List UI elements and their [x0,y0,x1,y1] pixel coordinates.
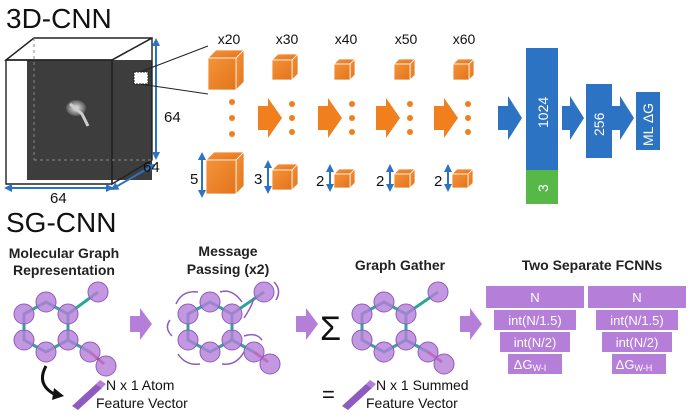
fc-1024-label: 1024 [535,97,551,128]
summed-feature-line2: Feature Vector [366,395,458,411]
conv-top-cubes [207,49,475,91]
fcnn-left-l4: ΔGW-I [514,357,547,373]
molecule-graph-1 [13,281,117,377]
output-label: ML ΔG [640,103,656,146]
fcnn-right-l2: int(N/1.5) [610,313,663,328]
arrow-to-gather [296,308,318,340]
fcnn-right-sub: W-H [634,363,652,373]
curved-arrow [40,365,55,396]
volume-dim-side: 64 [164,109,181,126]
multiplier-5: x60 [453,31,476,47]
kernel-4: 2 [376,173,384,190]
molecule-graph-message [166,281,281,375]
cnn-title: 3D-CNN [6,3,112,34]
volume-dim-depth: 64 [143,159,160,176]
fc-256-block [586,84,612,158]
fcnn-left-dg: ΔG [514,357,533,372]
kernel-1: 5 [190,171,198,188]
fcnn-left [486,286,584,374]
fcnn-left-sub: W-I [532,363,546,373]
kernel-5: 2 [434,173,442,190]
fcnn-right-dg: ΔG [616,357,635,372]
fcnn-left-l2: int(N/1.5) [508,313,561,328]
equals-sign: = [322,382,335,407]
input-volume [3,36,209,192]
header-graph-gather: Graph Gather [355,257,446,273]
fcnn-right-l3: int(N/2) [616,335,659,350]
kernel-3: 2 [316,173,324,190]
header-mol-graph-2: Representation [13,262,115,278]
header-message-1: Message [198,243,257,259]
header-message-2: Passing (x2) [187,261,269,277]
multiplier-3: x40 [335,31,358,47]
multiplier-2: x30 [276,31,299,47]
fcnn-right-l1: N [632,290,641,305]
summed-feature-line1: N x 1 Summed [376,377,469,393]
summed-feature-vector-icon [342,380,376,410]
fc-arrows [498,96,634,140]
atom-feature-line2: Feature Vector [96,395,188,411]
header-fcnns: Two Separate FCNNs [522,257,663,273]
kernel-arrows [198,152,452,198]
curved-arrow-head [52,388,64,400]
fcnn-right [588,286,686,374]
fc-1024-block [526,48,558,170]
multiplier-1: x20 [218,31,241,47]
fcnn-right-l4: ΔGW-H [616,357,653,373]
fcnn-left-l3: int(N/2) [514,335,557,350]
fcnn-left-l1: N [530,290,539,305]
ellipsis-dots [229,99,471,137]
sg-title: SG-CNN [6,207,116,238]
arrow-to-fcnn [460,308,482,340]
fc-3-label: 3 [535,184,551,192]
volume-dim-bottom: 64 [50,190,67,207]
multiplier-4: x50 [395,31,418,47]
header-mol-graph-1: Molecular Graph [9,245,119,261]
sigma-symbol: Σ [320,310,341,348]
molecule-graph-gather [351,281,455,375]
atom-feature-vector-icon [72,380,106,410]
arrow-to-message [130,308,152,340]
output-block [636,92,660,150]
layer-arrows [258,98,458,138]
fc-3-block [526,170,558,204]
kernel-2: 3 [254,171,262,188]
fc-256-label: 256 [591,112,607,136]
conv-bottom-cubes [205,151,474,195]
atom-feature-line1: N x 1 Atom [106,377,174,393]
